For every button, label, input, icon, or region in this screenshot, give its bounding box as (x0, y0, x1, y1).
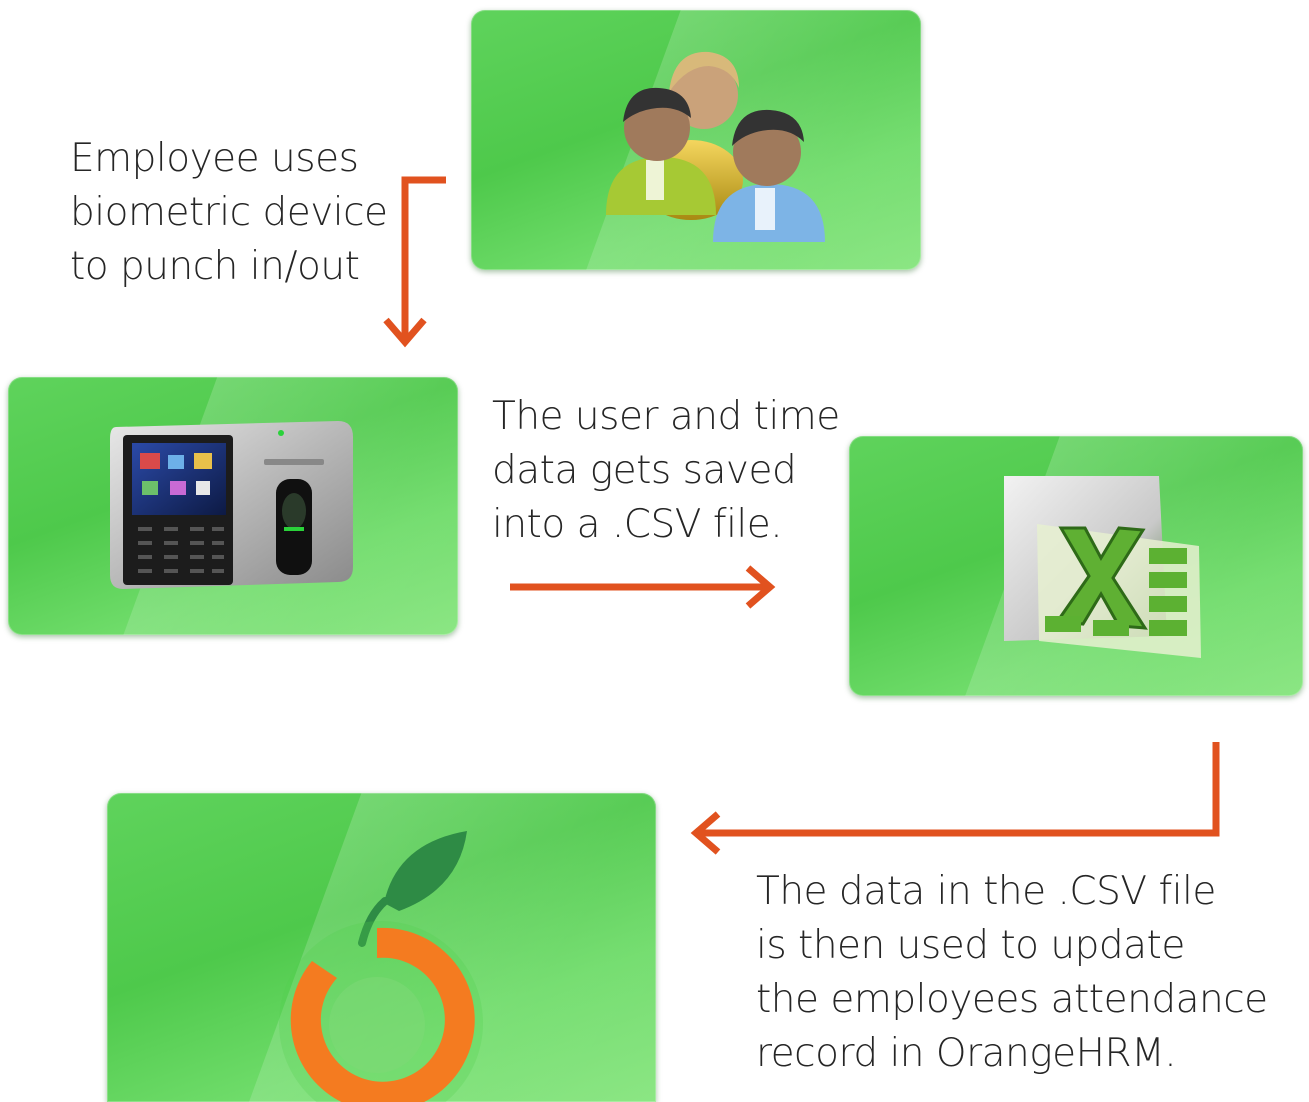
spreadsheet-icon (1004, 476, 1201, 658)
step1-line: Employee uses (70, 136, 359, 181)
step3-line: record in OrangeHRM. (756, 1031, 1177, 1076)
step2-line: data gets saved (492, 448, 797, 493)
biometric-device-card (8, 377, 458, 635)
arrow-head-3 (690, 811, 721, 855)
step3-label: The data in the .CSV file is then used t… (756, 865, 1268, 1081)
step3-line: The data in the .CSV file (756, 869, 1216, 914)
spreadsheet-card (849, 436, 1303, 696)
arrow-head-2 (745, 565, 776, 609)
orangehrm-card (107, 793, 656, 1102)
arrow-csv-to-orangehrm (696, 742, 1220, 837)
arrow-employee-to-device (401, 176, 446, 342)
step1-label: Employee uses biometric device to punch … (70, 132, 388, 294)
step3-line: the employees attendance (756, 977, 1268, 1022)
biometric-device-icon (110, 421, 353, 589)
people-group-icon (606, 51, 825, 242)
step2-line: into a .CSV file. (492, 502, 783, 547)
step1-line: biometric device (70, 190, 388, 235)
employees-card (471, 10, 921, 270)
step3-line: is then used to update (756, 923, 1185, 968)
step1-line: to punch in/out (70, 244, 360, 289)
step2-label: The user and time data gets saved into a… (492, 390, 840, 552)
orangehrm-logo-icon (279, 831, 483, 1102)
step2-line: The user and time (492, 394, 840, 439)
arrow-head-1 (383, 317, 427, 348)
